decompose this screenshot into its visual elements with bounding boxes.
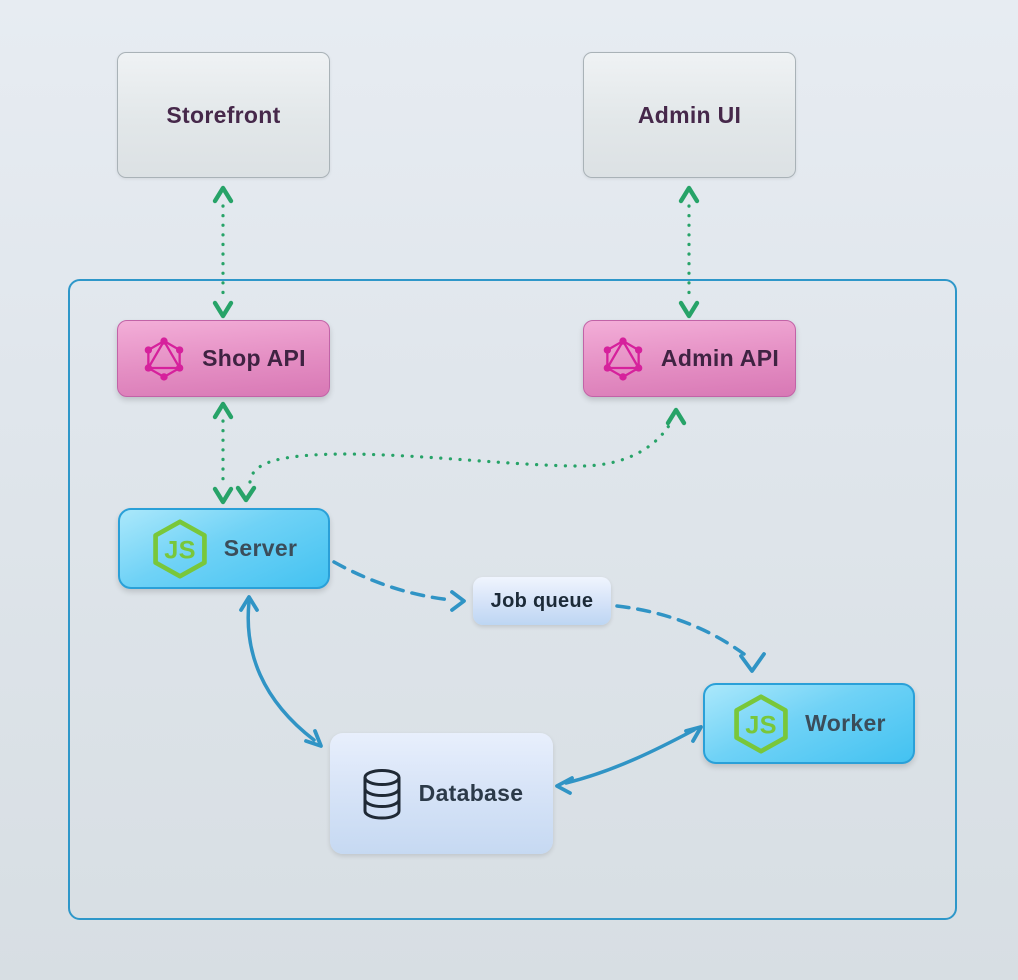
- node-label: Worker: [805, 710, 886, 736]
- node-worker[interactable]: JS Worker: [703, 683, 915, 764]
- svg-text:JS: JS: [164, 536, 196, 564]
- node-admin-ui[interactable]: Admin UI: [583, 52, 796, 178]
- node-label: Storefront: [166, 101, 281, 128]
- node-label: Shop API: [202, 345, 306, 371]
- node-label: Admin UI: [637, 101, 742, 128]
- node-shop-api[interactable]: Shop API: [117, 320, 330, 397]
- node-job-queue[interactable]: Job queue: [473, 577, 611, 625]
- node-label: Job queue: [490, 589, 594, 612]
- node-storefront[interactable]: Storefront: [117, 52, 330, 178]
- graphql-icon: [603, 336, 643, 381]
- node-label: Database: [418, 780, 524, 806]
- nodejs-icon: JS: [734, 693, 788, 754]
- node-label: Server: [223, 535, 298, 561]
- svg-text:JS: JS: [745, 711, 777, 739]
- node-label: Admin API: [660, 345, 780, 371]
- node-admin-api[interactable]: Admin API: [583, 320, 796, 397]
- node-server[interactable]: JS Server: [118, 508, 330, 589]
- nodejs-icon: JS: [153, 518, 207, 579]
- backend-container: [68, 279, 957, 920]
- database-icon: [363, 768, 401, 819]
- node-database[interactable]: Database: [330, 733, 553, 854]
- graphql-icon: [144, 336, 184, 381]
